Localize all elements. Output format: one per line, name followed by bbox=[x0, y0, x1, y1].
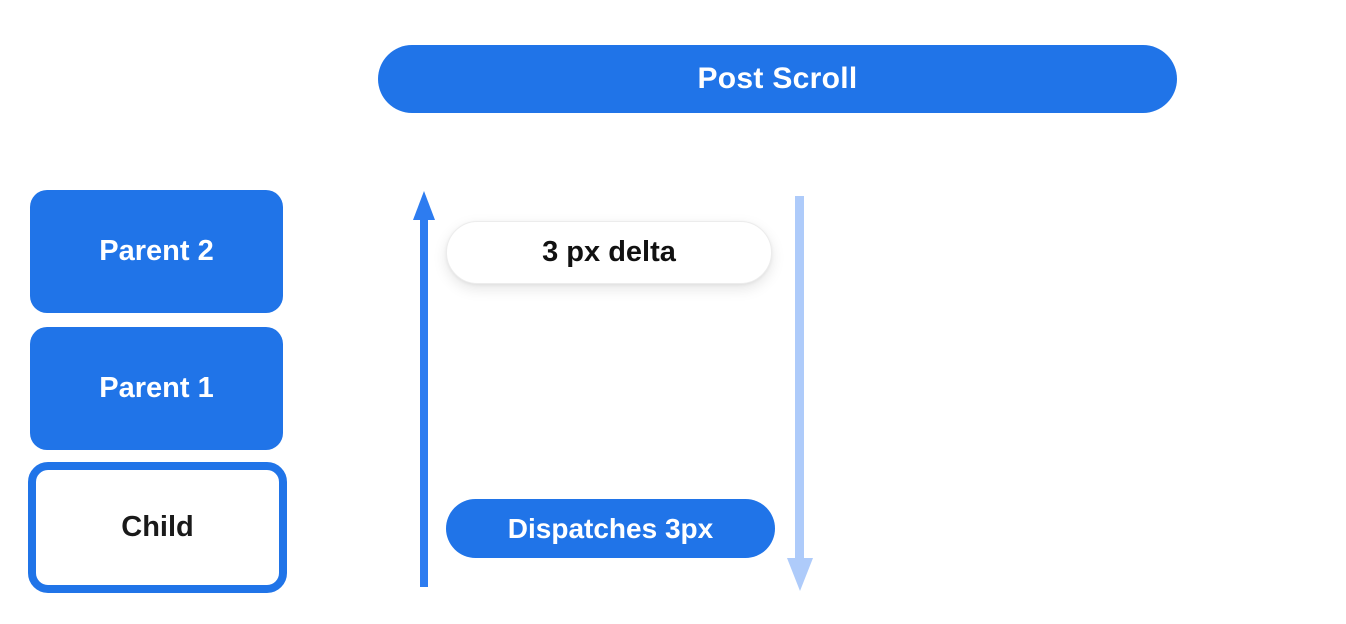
box-parent-2: Parent 2 bbox=[30, 190, 283, 313]
down-arrow-icon bbox=[787, 196, 813, 591]
dispatches-pill: Dispatches 3px bbox=[446, 499, 775, 558]
box-parent-1: Parent 1 bbox=[30, 327, 283, 450]
box-child: Child bbox=[28, 462, 287, 593]
delta-pill: 3 px delta bbox=[446, 221, 772, 284]
post-scroll-pill: Post Scroll bbox=[378, 45, 1177, 113]
up-arrow-icon bbox=[413, 191, 435, 587]
